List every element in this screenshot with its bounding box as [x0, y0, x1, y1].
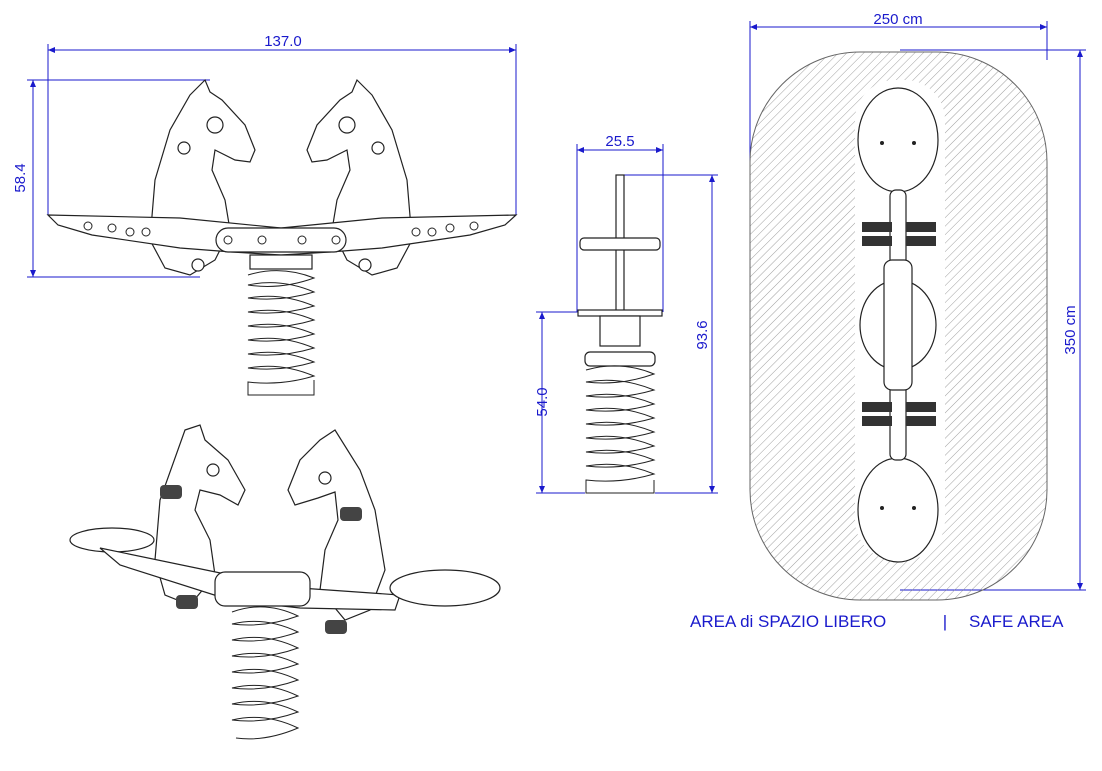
safe-area-width-label: 250 cm — [873, 11, 922, 28]
perspective-view — [69, 424, 501, 740]
front-height-label: 58.4 — [12, 163, 29, 192]
front-spring — [247, 254, 316, 396]
side-view: 25.5 93.6 54.0 — [534, 133, 718, 494]
front-view: 137.0 58.4 — [12, 33, 518, 396]
caption-english: SAFE AREA — [969, 612, 1064, 631]
side-total-height-label: 93.6 — [694, 320, 711, 349]
front-width-label: 137.0 — [264, 33, 302, 50]
caption-separator: | — [943, 612, 947, 631]
side-width-label: 25.5 — [605, 133, 634, 150]
top-view-safe-area: 250 cm 350 cm — [749, 11, 1086, 601]
safe-area-length-label: 350 cm — [1062, 305, 1079, 354]
caption-italian: AREA di SPAZIO LIBERO — [690, 612, 886, 631]
safe-area-caption: AREA di SPAZIO LIBERO | SAFE AREA — [690, 612, 1064, 631]
side-seat-height-label: 54.0 — [534, 387, 551, 416]
